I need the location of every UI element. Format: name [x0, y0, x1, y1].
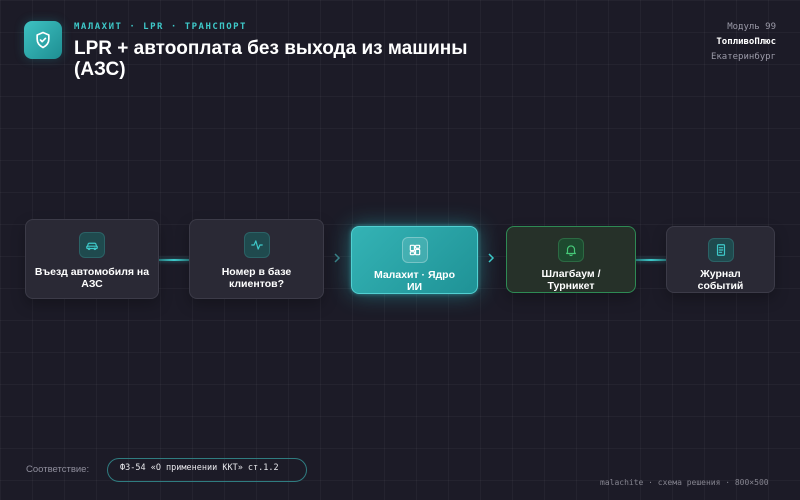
connector-4-5 — [635, 259, 667, 261]
chevron-right-icon — [488, 253, 495, 263]
car-icon — [79, 232, 105, 258]
flow-node-label: Въезд автомобиля на АЗС — [34, 266, 150, 290]
activity-icon — [243, 232, 270, 258]
meta-block: Модуль 99 ТопливоПлюс Екатеринбург — [711, 20, 776, 65]
flow-node-entry[interactable]: Въезд автомобиля на АЗС — [25, 219, 159, 299]
flow-node-label: Номер в базе клиентов? — [221, 266, 292, 290]
flow-node-ai-core[interactable]: Малахит · Ядро ИИ — [351, 226, 478, 294]
page-title: LPR + автооплата без выхода из машины (А… — [74, 38, 468, 80]
flow-node-label: Журнал событий — [697, 268, 744, 292]
company-name: ТопливоПлюс — [716, 37, 776, 47]
document-icon — [707, 238, 734, 262]
brand-eyebrow: МАЛАХИТ · LPR · ТРАНСПОРТ — [74, 22, 247, 32]
module-number: Модуль 99 — [727, 22, 776, 32]
city-name: Екатеринбург — [710, 52, 776, 62]
flow-node-barrier[interactable]: Шлагбаум / Турникет — [506, 226, 636, 293]
flow-node-event-log[interactable]: Журнал событий — [666, 226, 775, 293]
compliance-label: Соответствие: — [26, 464, 90, 475]
footer-caption: malachite · схема решения · 800×500 — [600, 478, 769, 487]
flow-node-client-check[interactable]: Номер в базе клиентов? — [189, 219, 324, 299]
compliance-badge: ФЗ-54 «О применении ККТ» ст.1.2 — [107, 458, 307, 482]
layout-grid-icon — [401, 237, 428, 263]
shield-check-icon — [24, 21, 62, 59]
bell-icon — [558, 238, 584, 262]
flow-node-label: Шлагбаум / Турникет — [541, 268, 601, 292]
flow-node-label: Малахит · Ядро ИИ — [373, 269, 456, 293]
connector-1-2 — [158, 259, 190, 261]
chevron-right-icon — [334, 253, 341, 263]
